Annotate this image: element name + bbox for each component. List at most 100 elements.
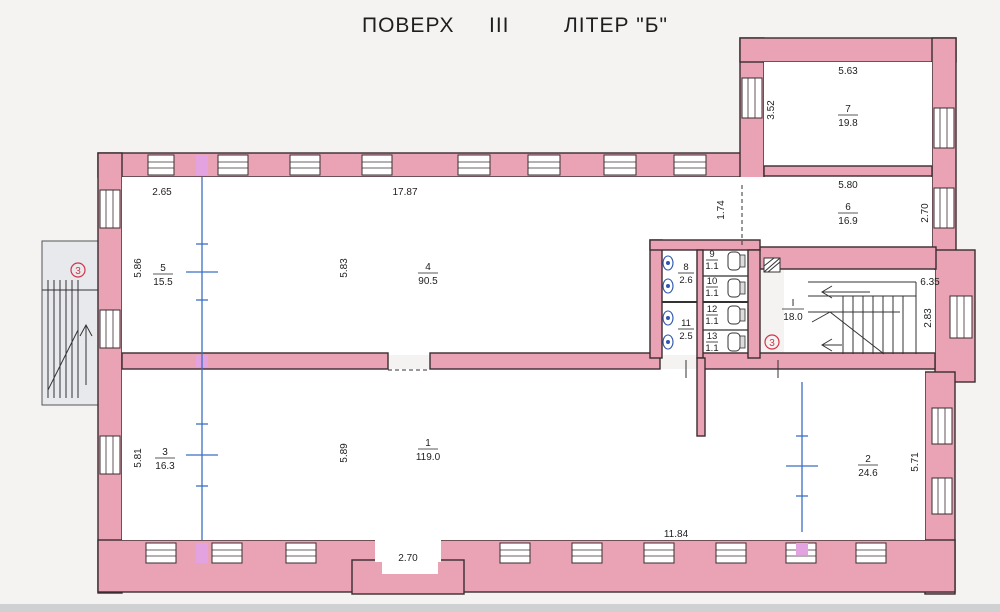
room-label-5: 5 15.5 (153, 263, 173, 288)
dim-17-87: 17.87 (392, 187, 417, 198)
svg-text:119.0: 119.0 (416, 452, 441, 463)
toilet-icon (727, 332, 746, 352)
svg-text:12: 12 (707, 304, 718, 315)
window-bottom-7 (715, 542, 747, 564)
window-top-1 (147, 154, 175, 176)
svg-text:15.5: 15.5 (153, 277, 173, 288)
window-left-1 (99, 189, 121, 229)
dim-2-65: 2.65 (152, 187, 172, 198)
floor-areas (122, 62, 935, 574)
room-label-13: 13 1.1 (705, 331, 718, 354)
dim-2-70-bottom: 2.70 (398, 553, 418, 564)
plan-title: ПОВЕРХ III ЛІТЕР "Б" (0, 14, 1000, 48)
interior-walls (121, 165, 937, 437)
scan-edge (0, 604, 1000, 612)
window-bottom-6 (643, 542, 675, 564)
svg-text:16.9: 16.9 (838, 216, 858, 227)
svg-text:4: 4 (425, 262, 431, 273)
svg-text:1.1: 1.1 (705, 343, 718, 354)
dim-5-81: 5.81 (133, 448, 144, 468)
svg-text:2: 2 (865, 454, 871, 465)
floor-label: ПОВЕРХ (362, 14, 455, 37)
window-tower-right (933, 107, 955, 149)
window-bottom-1 (145, 542, 177, 564)
svg-text:7: 7 (845, 104, 851, 115)
room-label-7: 7 19.8 (838, 104, 858, 129)
room-label-11: 11 2.5 (678, 318, 694, 342)
window-top-3 (289, 154, 321, 176)
room-labels: 1 119.0 2 24.6 3 16.3 4 90.5 5 (153, 104, 878, 479)
window-bottom-9 (855, 542, 887, 564)
window-bottom-2 (211, 542, 243, 564)
section-markers: 3 3 (70, 262, 780, 350)
marker-left: 3 (75, 266, 81, 277)
dim-1-74: 1.74 (716, 200, 727, 220)
svg-text:1.1: 1.1 (705, 261, 718, 272)
window-right-1 (931, 407, 953, 445)
window-top-5 (457, 154, 491, 176)
dim-5-71: 5.71 (910, 452, 921, 472)
dim-2-70-right: 2.70 (920, 203, 931, 223)
marker-right: 3 (769, 338, 775, 349)
dim-11-84: 11.84 (664, 529, 689, 540)
svg-text:9: 9 (709, 249, 714, 260)
dimension-labels: 2.65 17.87 5.83 5.86 1.74 5.80 2.70 5.63… (133, 66, 940, 564)
dim-6-35: 6.35 (920, 277, 940, 288)
openings (388, 185, 779, 378)
toilet-icon (727, 305, 746, 325)
room-label-8: 8 2.6 (678, 262, 694, 286)
svg-text:10: 10 (707, 276, 718, 287)
toilet-icon (727, 278, 746, 298)
svg-text:13: 13 (707, 331, 718, 342)
window-tower-left (741, 77, 763, 119)
svg-text:1: 1 (425, 438, 431, 449)
floor-number: III (489, 14, 510, 37)
stair-room-i (808, 281, 917, 355)
svg-text:16.3: 16.3 (155, 461, 175, 472)
room-label-10: 10 1.1 (705, 276, 718, 299)
svg-text:11: 11 (681, 318, 691, 329)
svg-text:18.0: 18.0 (783, 312, 803, 323)
toilet-icon (662, 334, 674, 350)
svg-text:90.5: 90.5 (418, 276, 438, 287)
toilet-icon (662, 278, 674, 294)
dim-3-52: 3.52 (766, 100, 777, 120)
svg-text:5: 5 (160, 263, 166, 274)
room-label-i: I 18.0 (782, 298, 804, 323)
room-label-9: 9 1.1 (705, 249, 718, 272)
window-top-8 (673, 154, 707, 176)
svg-text:2.5: 2.5 (679, 331, 692, 342)
svg-text:1.1: 1.1 (705, 316, 718, 327)
window-top-6 (527, 154, 561, 176)
toilet-icon (662, 255, 674, 271)
window-room6 (933, 187, 955, 229)
window-top-4 (361, 154, 393, 176)
svg-text:2.6: 2.6 (679, 275, 692, 286)
sanitary-block (662, 251, 746, 352)
letter-label: ЛІТЕР "Б" (564, 14, 668, 37)
left-stair-block (41, 240, 101, 406)
svg-text:I: I (792, 298, 795, 309)
svg-text:24.6: 24.6 (858, 468, 878, 479)
svg-text:3: 3 (162, 447, 168, 458)
window-left-3 (99, 435, 121, 475)
window-top-2 (217, 154, 249, 176)
room-label-4: 4 90.5 (418, 262, 438, 287)
dim-5-89: 5.89 (339, 443, 350, 463)
window-right-2 (931, 477, 953, 515)
window-top-7 (603, 154, 637, 176)
dim-5-80: 5.80 (838, 180, 858, 191)
window-bottom-4 (499, 542, 531, 564)
dim-5-83: 5.83 (339, 258, 350, 278)
stair-arrow-icon (47, 329, 79, 391)
measure-lines (186, 177, 818, 540)
room-label-3: 3 16.3 (155, 447, 175, 472)
svg-text:19.8: 19.8 (838, 118, 858, 129)
window-bottom-3 (285, 542, 317, 564)
room-label-12: 12 1.1 (705, 304, 718, 327)
svg-text:6: 6 (845, 202, 851, 213)
svg-text:1.1: 1.1 (705, 288, 718, 299)
svg-text:8: 8 (683, 262, 688, 273)
